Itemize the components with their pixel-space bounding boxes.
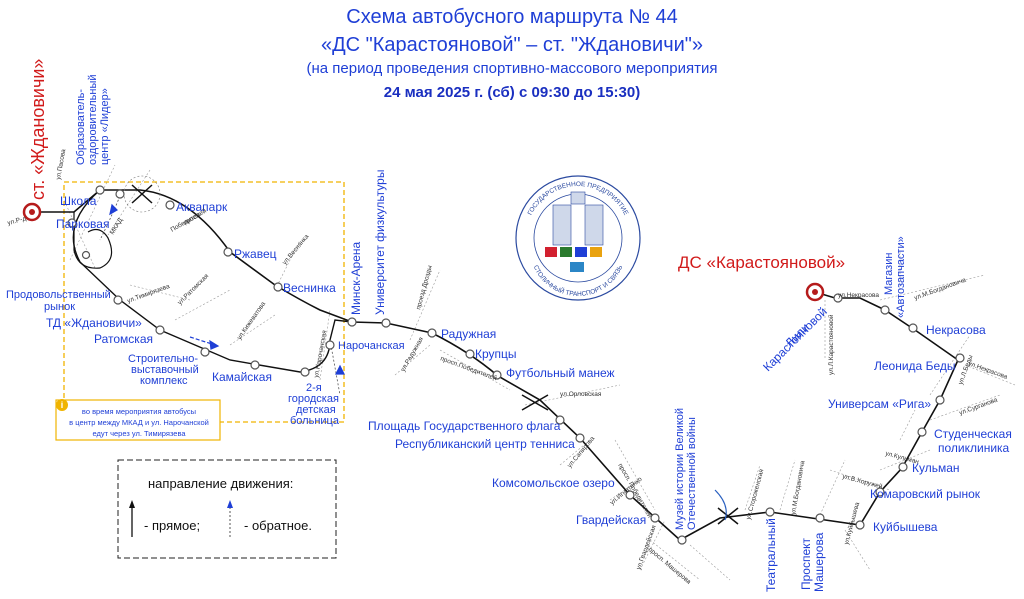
- stop-label-muzey2: Отечественной войны: [686, 417, 698, 530]
- svg-text:просп. Машерова: просп. Машерова: [647, 546, 693, 586]
- stop-label-parkovaya: Парковая: [56, 217, 109, 231]
- svg-text:ул.Тимирязева: ул.Тимирязева: [126, 283, 171, 305]
- svg-text:в центр между МКАД и ул. Нароч: в центр между МКАД и ул. Нарочанской: [69, 418, 209, 427]
- stop-label-stud2: поликлиника: [938, 441, 1010, 455]
- svg-text:ул.Кижеватова: ул.Кижеватова: [236, 300, 267, 341]
- stop-label-rzhavets: Ржавец: [234, 247, 277, 261]
- svg-text:2-я: 2-я: [306, 382, 322, 394]
- stop-label-stud1: Студенческая: [934, 427, 1012, 441]
- stop-label-bolnitsa: 2-я городская детская больница: [288, 382, 340, 427]
- svg-text:оздоровительный: оздоровительный: [87, 75, 99, 166]
- map-route-name: «ДС "Карастояновой" – ст. "Ждановичи"»: [320, 34, 704, 56]
- stop-label-kuyb: Куйбышева: [873, 520, 938, 534]
- svg-text:детская: детская: [296, 404, 336, 416]
- route-loop-line: [73, 212, 113, 269]
- stop-label-mag2: «Автозапчасти»: [895, 236, 907, 318]
- svg-text:ул.Р-д: ул.Р-д: [7, 215, 27, 227]
- stop-label-td: ТД «Ждановичи»: [46, 316, 142, 330]
- svg-text:ул.Некрасова: ул.Некрасова: [838, 292, 879, 299]
- svg-text:- прямое;: - прямое;: [144, 518, 200, 533]
- interchange-icon-orlovskaya: [521, 394, 549, 411]
- stop-label-riga: Универсам «Рига»: [828, 397, 931, 411]
- map-title: Схема автобусного маршрута № 44: [346, 6, 678, 28]
- svg-text:едут через ул. Тимирязева: едут через ул. Тимирязева: [92, 429, 186, 438]
- stop-label-stroit: Строительно- выставочный комплекс: [128, 353, 199, 387]
- svg-text:ул.Некрасова: ул.Некрасова: [967, 360, 1008, 381]
- svg-text:ул.Л.Карастояновой: ул.Л.Карастояновой: [827, 314, 835, 375]
- stop-label-lily2: Карастояновой: [760, 304, 830, 374]
- terminal-marker-west: [22, 202, 42, 222]
- terminal-marker-east: [805, 282, 825, 302]
- svg-text:ул.М.Богдановича: ул.М.Богдановича: [913, 277, 967, 302]
- stop-label-komar: Комаровский рынок: [870, 487, 981, 501]
- stop-label-kulman: Кульман: [912, 461, 960, 475]
- direction-arrows: [109, 203, 345, 375]
- svg-text:ул.Веснянка: ул.Веснянка: [281, 233, 311, 266]
- stop-label-prod2: рынок: [44, 301, 75, 313]
- map-date: 24 мая 2025 г. (сб) с 09:30 до 15:30): [383, 84, 641, 101]
- stop-label-prod1: Продовольственный: [6, 289, 111, 301]
- svg-text:ул.В.Хоружей: ул.В.Хоружей: [841, 472, 883, 490]
- svg-text:ул.Сурганова: ул.Сурганова: [958, 396, 999, 416]
- stop-label-gvard: Гвардейская: [576, 513, 646, 527]
- stop-label-komsomol: Комсомольское озеро: [492, 476, 615, 490]
- svg-text:ул.Нарочанская: ул.Нарочанская: [313, 329, 328, 378]
- svg-text:во время мероприятия автобусы: во время мероприятия автобусы: [82, 407, 196, 416]
- stop-label-nekrasova: Некрасова: [926, 323, 986, 337]
- stop-label-mag1: Магазин: [883, 253, 895, 295]
- svg-text:Образователь-: Образователь-: [75, 89, 87, 165]
- svg-text:городская: городская: [288, 393, 339, 405]
- stop-label-flag: Площадь Государственного флага: [368, 419, 561, 433]
- interchange-icon-bridge: [714, 489, 739, 525]
- svg-text:выставочный: выставочный: [131, 364, 199, 376]
- svg-text:МКАД: МКАД: [109, 216, 125, 236]
- terminal-label-west: ст. «Ждановичи»: [28, 59, 48, 200]
- stop-label-univer-fiz: Университет физкультуры: [373, 170, 387, 315]
- stop-label-teatr: Театральный: [764, 518, 778, 592]
- svg-text:- обратное.: - обратное.: [244, 518, 312, 533]
- detour-note: i во время мероприятия автобусы в центр …: [55, 399, 221, 441]
- map-period-note: (на период проведения спортивно-массовог…: [306, 60, 718, 77]
- svg-text:направление движения:: направление движения:: [148, 476, 293, 491]
- svg-text:комплекс: комплекс: [140, 375, 188, 387]
- stop-markers: [67, 185, 965, 545]
- stop-label-akvapark: Аквапарк: [176, 200, 228, 214]
- stop-label-prosp-mash2: Машерова: [812, 532, 826, 592]
- svg-text:центр «Лидер»: центр «Лидер»: [99, 88, 111, 165]
- svg-text:ул.Орловская: ул.Орловская: [560, 391, 602, 398]
- stop-label-shkola: Школа: [60, 194, 97, 208]
- company-logo: ГОСУДАРСТВЕННОЕ ПРЕДПРИЯТИЕ СТОЛИЧНЫЙ ТР…: [515, 175, 641, 301]
- svg-text:ул.Пасова: ул.Пасова: [55, 148, 67, 180]
- stop-label-leonida: Леонида Беды: [874, 359, 955, 373]
- stop-label-minsk-arena: Минск-Арена: [349, 241, 363, 315]
- stop-label-ratomskaya: Ратомская: [94, 332, 153, 346]
- stop-label-krupcy: Крупцы: [475, 347, 517, 361]
- stop-label-muzey1: Музей истории Великой: [674, 408, 686, 530]
- stop-label-radujnaya: Радужная: [441, 327, 496, 341]
- stop-label-prosp-mash: Проспект: [799, 537, 813, 590]
- stop-label-narochanskaya: Нарочанская: [338, 340, 405, 352]
- stop-label-kamayskaya: Камайская: [212, 370, 272, 384]
- svg-text:проезд Дрозды: проезд Дрозды: [415, 264, 434, 310]
- legend: направление движения: - прямое; - обратн…: [117, 459, 337, 559]
- svg-text:ул.Гвардейская: ул.Гвардейская: [634, 524, 658, 571]
- terminal-label-east: ДС «Карастояновой»: [678, 253, 845, 272]
- stop-label-ooc: Образователь- оздоровительный центр «Лид…: [75, 75, 111, 166]
- svg-text:ул.М.Богдановича: ул.М.Богдановича: [790, 460, 806, 515]
- stop-label-vesninka: Веснинка: [283, 281, 336, 295]
- svg-text:больница: больница: [290, 415, 340, 427]
- stop-label-futbol: Футбольный манеж: [506, 366, 615, 380]
- stop-label-tennis: Республиканский центр тенниса: [395, 437, 575, 451]
- svg-text:Строительно-: Строительно-: [128, 353, 198, 365]
- svg-text:ул.Ратомская: ул.Ратомская: [176, 272, 210, 306]
- svg-text:i: i: [61, 400, 64, 410]
